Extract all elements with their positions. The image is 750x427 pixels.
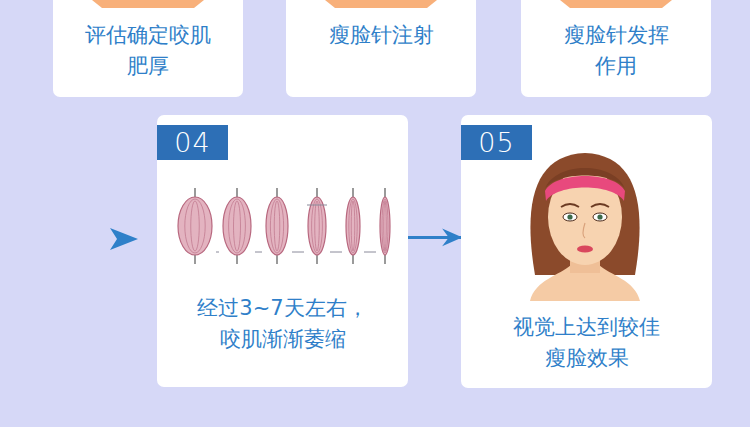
muscle-stripe bbox=[382, 199, 388, 253]
pupil bbox=[597, 214, 602, 219]
orange-cap bbox=[560, 0, 672, 8]
muscle-fibre bbox=[223, 197, 251, 255]
muscle-bundle bbox=[364, 188, 390, 264]
step-box: 05 视觉上达到较佳 瘦脸效果 bbox=[461, 115, 712, 388]
step-box: 瘦脸针发挥 作用 bbox=[521, 0, 711, 97]
muscle-stripe bbox=[274, 201, 280, 251]
step-box: 04 经过3~7天左右， 咬肌渐渐萎缩 bbox=[157, 115, 408, 387]
measure-line bbox=[216, 252, 219, 253]
muscle-bundle bbox=[216, 188, 251, 264]
muscle-stripe bbox=[270, 199, 283, 253]
eye bbox=[563, 213, 577, 221]
step-label: 瘦脸针注射 bbox=[311, 20, 451, 51]
step-number: 04 bbox=[157, 125, 228, 160]
muscle-fibre bbox=[178, 197, 212, 255]
measure-line bbox=[255, 252, 262, 253]
muscle-stripe bbox=[229, 199, 246, 253]
muscle-stripe bbox=[384, 201, 387, 251]
step-label: 视觉上达到较佳 瘦脸效果 bbox=[487, 312, 687, 374]
measure-line bbox=[292, 252, 304, 253]
lips bbox=[577, 245, 593, 252]
muscle-fibre bbox=[380, 197, 390, 255]
step-label: 评估确定咬肌 肥厚 bbox=[78, 20, 218, 82]
muscle-bundle bbox=[178, 188, 212, 264]
pupil bbox=[567, 214, 572, 219]
muscle-bundle bbox=[330, 188, 360, 264]
muscle-stripe bbox=[191, 201, 200, 251]
muscle-fibre bbox=[308, 197, 326, 255]
muscle-stripe bbox=[185, 199, 205, 253]
incoming-arrow bbox=[110, 228, 138, 250]
nose bbox=[583, 223, 585, 238]
flow-arrow bbox=[408, 236, 461, 239]
orange-cap bbox=[325, 0, 437, 8]
step-number: 05 bbox=[461, 125, 532, 160]
eyebrow bbox=[561, 204, 579, 207]
orange-cap bbox=[92, 0, 204, 8]
measure-line bbox=[364, 252, 376, 253]
muscle-fibre bbox=[266, 197, 288, 255]
measure-line bbox=[330, 252, 342, 253]
eye bbox=[593, 213, 607, 221]
step-label: 瘦脸针发挥 作用 bbox=[546, 20, 686, 82]
step-box: 瘦脸针注射 bbox=[286, 0, 476, 97]
step-illustration bbox=[521, 0, 711, 97]
measure-line bbox=[307, 205, 327, 206]
muscle-stripe bbox=[234, 201, 241, 251]
muscle-stripe bbox=[315, 201, 320, 251]
muscle-bundle bbox=[255, 188, 288, 264]
step-illustration bbox=[53, 0, 243, 97]
muscle-bundle bbox=[292, 188, 326, 264]
muscle-fibre bbox=[346, 197, 360, 255]
step-box: 评估确定咬肌 肥厚 bbox=[53, 0, 243, 97]
muscle-stripe bbox=[312, 199, 323, 253]
muscle-stripe bbox=[349, 199, 357, 253]
hair-top bbox=[545, 168, 625, 189]
step-label: 经过3~7天左右， 咬肌渐渐萎缩 bbox=[183, 293, 383, 355]
step-illustration bbox=[286, 0, 476, 97]
eyebrow bbox=[591, 204, 609, 207]
muscle-stripe bbox=[351, 201, 355, 251]
hair-back bbox=[530, 153, 639, 275]
